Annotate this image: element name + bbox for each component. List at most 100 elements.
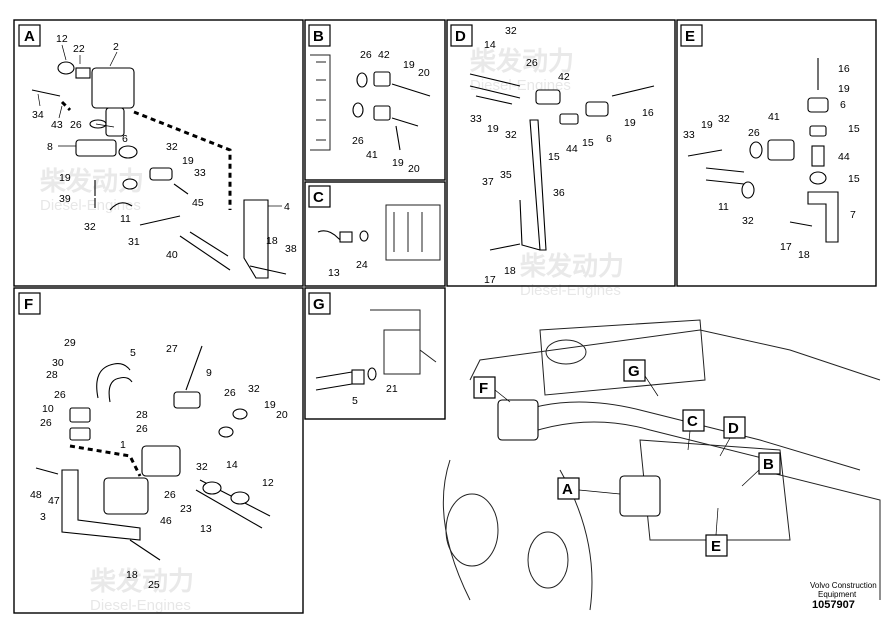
hose — [315, 371, 353, 379]
hose-elbow — [96, 363, 131, 399]
panel-d: D 14 32 26 42 33 19 32 19 6 16 15 44 15 … — [446, 19, 676, 287]
hose-run — [499, 401, 861, 471]
brand-line-1: Volvo Construction Equipment — [810, 581, 879, 599]
callout-18: 18 — [126, 569, 138, 581]
callout-15: 15 — [848, 123, 860, 135]
overview-machine: F G C D B A E — [442, 319, 881, 611]
clamp — [535, 89, 561, 105]
callout-23: 23 — [180, 503, 192, 515]
callout-6: 6 — [606, 133, 612, 145]
callout-18: 18 — [798, 249, 810, 261]
panel-c: C 13 24 — [304, 181, 446, 287]
callout-24: 24 — [356, 259, 368, 271]
callout-16: 16 — [642, 107, 654, 119]
bracket-plate — [243, 199, 269, 279]
panel-g-tag: G — [313, 296, 325, 313]
callout-9: 9 — [206, 367, 212, 379]
panel-g-tag-box — [308, 292, 331, 315]
callout-26b: 26 — [40, 417, 52, 429]
callout-33: 33 — [470, 113, 482, 125]
panel-f-frame — [13, 287, 304, 614]
callout-12: 12 — [262, 477, 274, 489]
brand-line-2: Equipment — [818, 590, 857, 599]
callout-26: 26 — [54, 389, 66, 401]
panel-b-tag: B — [313, 28, 324, 45]
callout-15: 15 — [582, 137, 594, 149]
callout-42: 42 — [378, 49, 390, 61]
panel-b: B 26 42 19 20 26 41 19 20 — [304, 19, 446, 181]
panel-f: F 29 30 28 26 10 26 5 28 27 9 26 32 19 2… — [13, 287, 304, 614]
union — [57, 61, 75, 75]
fitting — [230, 491, 250, 505]
panel-e-tag: E — [685, 28, 695, 45]
hose-elbow — [108, 376, 133, 403]
callout-46: 46 — [160, 515, 172, 527]
callout-28: 28 — [46, 369, 58, 381]
bolt — [475, 95, 513, 105]
clamp-ring — [356, 72, 368, 88]
support-rod — [519, 199, 541, 251]
panel-c-frame — [304, 181, 446, 287]
callout-48: 48 — [30, 489, 42, 501]
hose — [189, 231, 229, 257]
valve-f-location — [497, 399, 539, 441]
valve-bank — [310, 54, 331, 151]
watermark-en: Diesel-Engines — [40, 197, 141, 214]
callout-44: 44 — [838, 151, 850, 163]
callout-25: 25 — [148, 579, 160, 591]
screw — [173, 183, 189, 195]
callout-12: 12 — [56, 33, 68, 45]
hidden-line — [133, 110, 232, 210]
callout-18: 18 — [266, 235, 278, 247]
callout-42: 42 — [558, 71, 570, 83]
bolt — [489, 243, 521, 251]
watermark-en: Diesel-Engines — [520, 282, 621, 299]
panel-b-tag-box — [308, 24, 331, 47]
watermark-cn: 柴发动力 — [89, 566, 194, 596]
callout-32: 32 — [505, 25, 517, 37]
panel-e: E 16 19 6 33 19 32 26 41 15 44 15 11 32 … — [676, 19, 877, 287]
fitting — [351, 369, 365, 385]
bolt — [129, 539, 161, 561]
overview-tag-d: D — [728, 420, 739, 437]
valve-section — [370, 309, 437, 375]
callout-32b: 32 — [505, 129, 517, 141]
clamp-half — [809, 171, 827, 185]
overview-tag-c: C — [687, 413, 698, 430]
bolt — [35, 467, 59, 475]
callout-35: 35 — [500, 169, 512, 181]
panel-a-frame — [13, 19, 304, 287]
overview-tag-g-box — [623, 359, 646, 382]
callout-17: 17 — [780, 241, 792, 253]
callout-36: 36 — [553, 187, 565, 199]
clamp — [809, 125, 827, 137]
fitting-nut — [367, 367, 377, 381]
valve-body — [103, 477, 149, 515]
document-number: 1057907 — [812, 599, 855, 611]
valve-block — [91, 67, 135, 109]
callout-15b: 15 — [548, 151, 560, 163]
panel-e-tag-box — [680, 24, 703, 47]
panel-g-frame — [304, 287, 446, 420]
clamp-half — [232, 408, 248, 420]
leader-line — [715, 507, 719, 536]
clamp — [807, 97, 829, 113]
watermark-cn: 柴发动力 — [469, 46, 574, 76]
callout-19b: 19 — [624, 117, 636, 129]
leader-line — [578, 489, 621, 495]
clamp-half — [741, 181, 755, 199]
callout-22: 22 — [73, 43, 85, 55]
callout-4: 4 — [284, 201, 290, 213]
callout-27: 27 — [166, 343, 178, 355]
clamp — [118, 145, 138, 159]
hose — [469, 73, 521, 87]
callout-32b: 32 — [196, 461, 208, 473]
clamp-half-lower — [122, 178, 138, 190]
callout-29: 29 — [64, 337, 76, 349]
panel-a-tag-box — [18, 24, 41, 47]
callout-40: 40 — [166, 249, 178, 261]
boom-pivot — [445, 493, 499, 567]
callout-13: 13 — [200, 523, 212, 535]
bolt — [391, 83, 431, 97]
overview-tag-c-box — [682, 409, 705, 432]
